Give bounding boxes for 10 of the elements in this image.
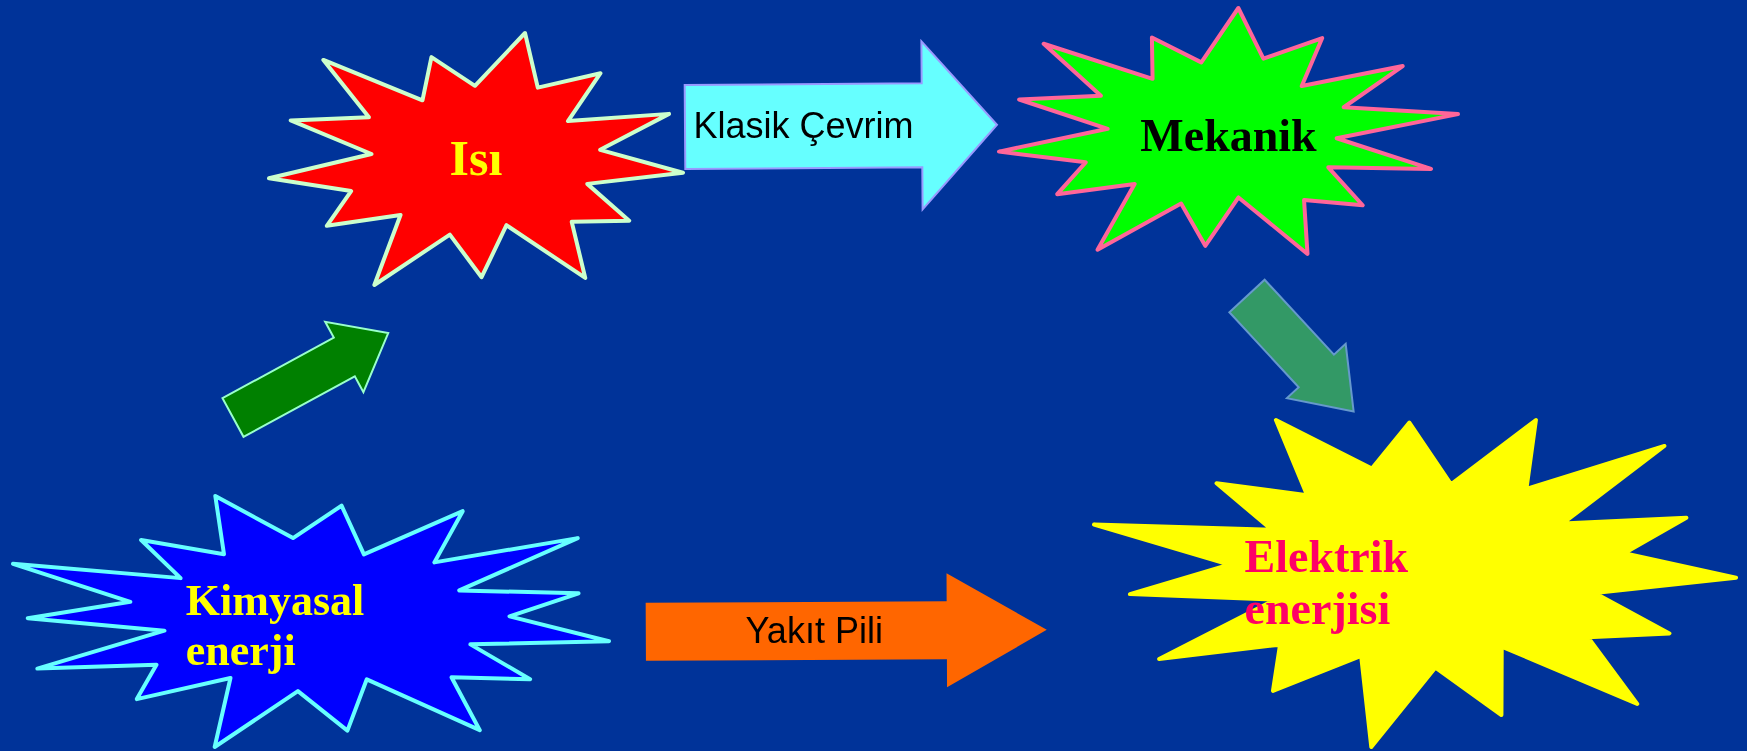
- edge-label: Yakıt Pili: [745, 609, 883, 652]
- block-arrow: [645, 573, 1047, 688]
- node-label: Isı: [448, 130, 504, 188]
- block-arrow: [221, 320, 390, 439]
- block-arrow: [1227, 278, 1355, 413]
- node-label: Elektrik enerjisi: [1244, 530, 1410, 637]
- node-label: Mekanik: [1139, 109, 1318, 163]
- block-arrow: [683, 38, 999, 212]
- node-label: Kimyasal enerji: [185, 576, 366, 678]
- edge-label: Klasik Çevrim: [693, 105, 914, 148]
